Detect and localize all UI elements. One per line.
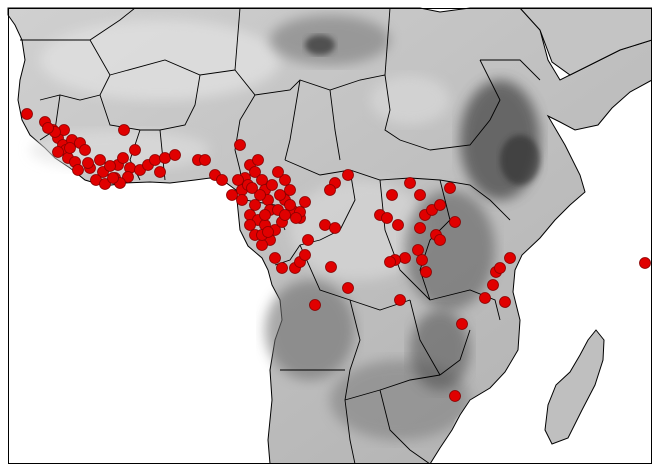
observation-marker xyxy=(329,222,341,234)
observation-marker xyxy=(254,189,266,201)
observation-marker xyxy=(449,216,461,228)
observation-marker xyxy=(236,194,248,206)
observation-marker xyxy=(118,124,130,136)
observation-marker xyxy=(262,226,274,238)
observation-marker xyxy=(122,171,134,183)
observation-marker xyxy=(94,154,106,166)
observation-marker xyxy=(129,144,141,156)
observation-marker xyxy=(342,169,354,181)
observation-marker xyxy=(107,172,119,184)
observation-marker xyxy=(226,189,238,201)
observation-marker xyxy=(154,166,166,178)
observation-marker xyxy=(82,157,94,169)
observation-marker xyxy=(266,179,278,191)
observation-marker xyxy=(324,184,336,196)
observation-marker xyxy=(244,219,256,231)
observation-marker xyxy=(386,189,398,201)
observation-marker xyxy=(414,189,426,201)
observation-marker xyxy=(72,164,84,176)
observation-marker xyxy=(499,296,511,308)
observation-marker xyxy=(404,177,416,189)
observation-marker xyxy=(274,189,286,201)
observation-marker xyxy=(199,154,211,166)
observation-marker xyxy=(42,122,54,134)
observation-marker xyxy=(252,154,264,166)
observation-marker xyxy=(79,144,91,156)
observation-marker xyxy=(269,252,281,264)
observation-marker xyxy=(394,294,406,306)
observation-marker xyxy=(494,262,506,274)
observation-marker xyxy=(444,182,456,194)
observation-marker xyxy=(299,249,311,261)
observation-marker xyxy=(416,254,428,266)
observation-marker xyxy=(256,174,268,186)
observation-marker xyxy=(117,152,129,164)
observation-marker xyxy=(414,222,426,234)
observation-marker xyxy=(449,390,461,402)
observation-marker xyxy=(259,209,271,221)
observation-marker xyxy=(299,196,311,208)
observation-marker xyxy=(399,252,411,264)
observation-marker xyxy=(302,234,314,246)
observation-marker xyxy=(504,252,516,264)
observation-marker xyxy=(342,282,354,294)
observation-marker xyxy=(381,212,393,224)
observation-marker xyxy=(249,199,261,211)
observation-marker xyxy=(487,279,499,291)
observation-marker xyxy=(272,166,284,178)
arabia xyxy=(518,7,652,76)
observation-marker xyxy=(21,108,33,120)
observation-marker xyxy=(149,154,161,166)
observation-marker xyxy=(284,199,296,211)
observation-marker xyxy=(384,256,396,268)
observation-marker xyxy=(169,149,181,161)
observation-marker xyxy=(279,174,291,186)
observation-marker xyxy=(99,178,111,190)
observation-marker xyxy=(104,160,116,172)
observation-marker xyxy=(479,292,491,304)
observation-markers xyxy=(21,108,651,402)
observation-marker xyxy=(434,199,446,211)
observation-marker xyxy=(456,318,468,330)
observation-marker xyxy=(392,219,404,231)
observation-marker xyxy=(246,182,258,194)
observation-marker xyxy=(234,139,246,151)
observation-marker xyxy=(276,262,288,274)
observation-marker xyxy=(639,257,651,269)
observation-marker xyxy=(325,261,337,273)
observation-marker xyxy=(232,174,244,186)
observation-marker xyxy=(290,212,302,224)
observation-marker xyxy=(64,142,76,154)
observation-marker xyxy=(412,244,424,256)
observation-marker xyxy=(52,146,64,158)
observation-marker xyxy=(434,234,446,246)
madagascar xyxy=(544,329,605,445)
observation-marker xyxy=(249,166,261,178)
observation-marker xyxy=(216,174,228,186)
observation-marker xyxy=(159,152,171,164)
observation-marker xyxy=(279,209,291,221)
observation-marker xyxy=(256,239,268,251)
observation-marker xyxy=(420,266,432,278)
observation-marker xyxy=(284,184,296,196)
observation-marker xyxy=(319,219,331,231)
observation-marker xyxy=(309,299,321,311)
